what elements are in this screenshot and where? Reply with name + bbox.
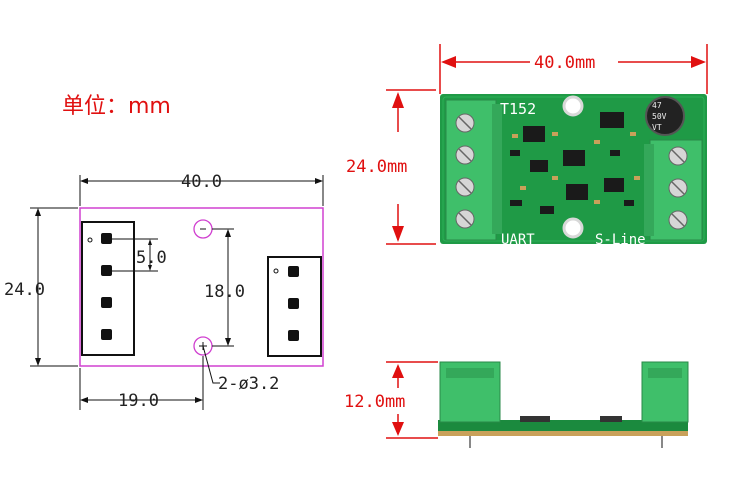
svg-text:50V: 50V — [652, 112, 667, 121]
right-terminal-outline — [267, 256, 322, 357]
svg-text:47: 47 — [652, 101, 662, 110]
hole-callout: 2-ø3.2 — [218, 374, 279, 394]
left-terminal-outline — [81, 221, 135, 356]
hole-spacing-dim: 18.0 — [204, 282, 245, 302]
photo-width-dim: 40.0mm — [534, 53, 595, 73]
svg-text:VT: VT — [652, 123, 662, 132]
photo-height-dim: 24.0mm — [346, 157, 407, 177]
side-height-dim: 12.0mm — [344, 392, 405, 412]
drawing-height-dim: 24.0 — [4, 280, 45, 300]
pcb-board — [440, 94, 707, 244]
sline-label: S-Line — [595, 232, 646, 248]
board-outline — [79, 207, 324, 367]
capacitor — [645, 96, 685, 136]
pitch-dim: 5.0 — [136, 248, 167, 268]
hole-offset-dim: 19.0 — [118, 391, 159, 411]
board-label: T152 — [500, 100, 536, 118]
unit-label: 单位：mm — [62, 94, 171, 119]
uart-label: UART — [501, 232, 535, 248]
drawing-width-dim: 40.0 — [181, 172, 222, 192]
